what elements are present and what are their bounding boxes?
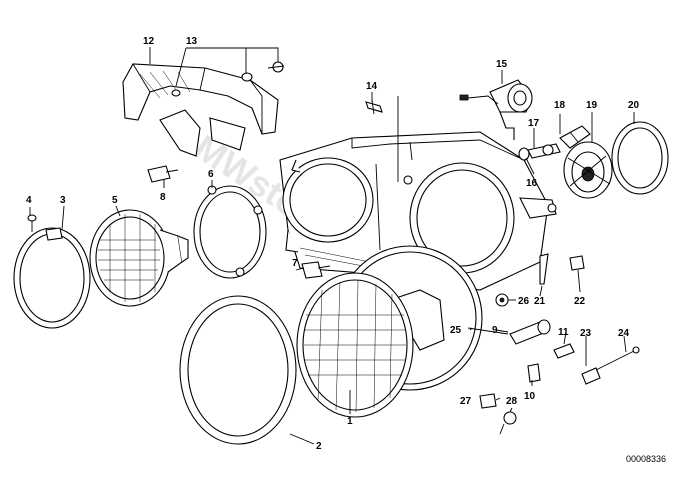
label-28: 28: [506, 396, 518, 407]
part-11-bolt: [553, 343, 575, 359]
label-11: 11: [558, 327, 569, 338]
label-7: 7: [292, 258, 298, 269]
label-16: 16: [526, 178, 538, 189]
label-1: 1: [347, 416, 353, 427]
part-10-spring: [527, 363, 541, 383]
part-9-adjuster: [509, 319, 551, 345]
label-12: 12: [143, 36, 155, 47]
part-24-rod: [595, 346, 640, 371]
part-12-upper-cover: [122, 61, 285, 157]
label-18: 18: [554, 100, 566, 111]
label-8: 8: [160, 192, 166, 203]
part-15-bulb-socket: [459, 79, 533, 140]
label-25: 25: [450, 325, 462, 336]
part-17-screw: [518, 143, 561, 161]
label-26: 26: [518, 296, 530, 307]
label-24: 24: [618, 328, 630, 339]
label-20: 20: [628, 100, 640, 111]
label-4: 4: [26, 195, 32, 206]
label-14: 14: [366, 81, 378, 92]
label-21: 21: [534, 296, 546, 307]
leader-lines: [29, 47, 635, 445]
part-5-headlight-unit: [89, 209, 189, 307]
part-6-mounting-ring: [193, 185, 267, 279]
label-13: 13: [186, 36, 198, 47]
part-19-lamp-unit: [563, 141, 613, 199]
part-20-ring: [611, 121, 669, 195]
headlight-housing: [279, 131, 557, 291]
part-27-clip: [479, 393, 497, 409]
part-3-trim-ring: [13, 227, 91, 329]
label-19: 19: [586, 100, 598, 111]
label-10: 10: [524, 391, 536, 402]
label-3: 3: [60, 195, 66, 206]
part-25-screw: [467, 327, 509, 335]
part-23-bolt: [581, 367, 601, 385]
label-2: 2: [316, 441, 322, 452]
label-22: 22: [574, 296, 586, 307]
part-26-nut: [495, 293, 509, 307]
reference-number: 00008336: [626, 454, 666, 464]
part-7-clip: [301, 261, 331, 279]
label-17: 17: [528, 118, 540, 129]
part-22-clip: [569, 255, 585, 271]
label-23: 23: [580, 328, 592, 339]
part-14-screw: [365, 99, 383, 115]
part-4-screw: [27, 214, 37, 232]
part-18-bulb: [559, 125, 591, 149]
label-5: 5: [112, 195, 118, 206]
label-27: 27: [460, 396, 472, 407]
part-28-screw: [499, 411, 517, 435]
part-labels: 1 2 3 4 5 6 7 8 9 10 11 12 13 14 15 16 1…: [26, 36, 640, 452]
part-8-adjuster: [147, 165, 179, 183]
part-1-headlight-unit: [296, 245, 483, 418]
part-21-screw: [539, 253, 549, 285]
label-9: 9: [492, 325, 498, 336]
label-6: 6: [208, 169, 214, 180]
label-15: 15: [496, 59, 508, 70]
part-2-trim-ring: [179, 295, 297, 445]
